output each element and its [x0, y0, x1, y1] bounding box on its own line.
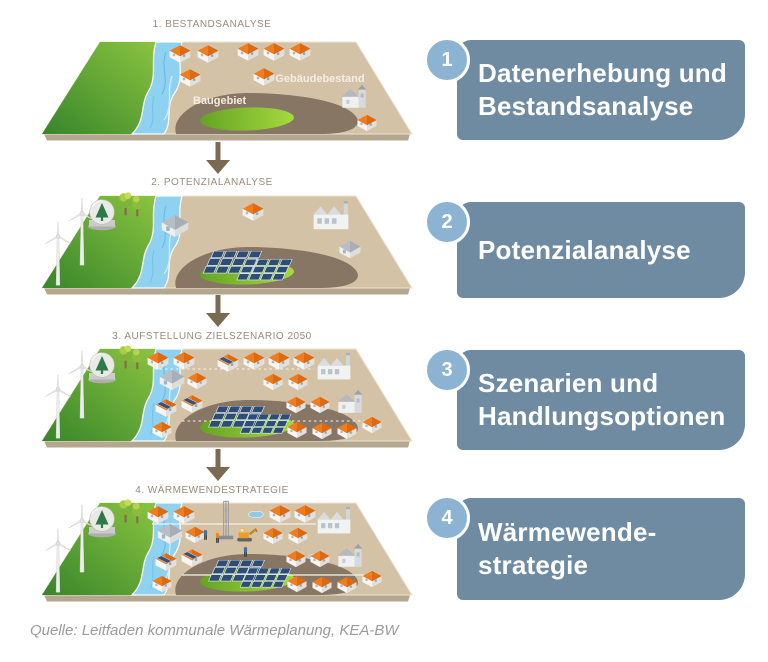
- biogas-dome-icon: [87, 352, 117, 384]
- panel-1-title: 1. BESTANDSANALYSE: [152, 19, 272, 30]
- step-number: 4: [441, 506, 453, 529]
- step-box-3: 3 Szenarien und Handlungsoptionen: [424, 347, 745, 450]
- panel-4-illustration: [41, 499, 413, 603]
- biogas-dome-icon: [87, 506, 117, 538]
- pond-icon: [248, 511, 264, 518]
- step-label-line: Potenzialanalyse: [478, 234, 691, 265]
- step-number: 1: [441, 48, 453, 71]
- down-arrow-icon: [206, 449, 230, 481]
- step-1-label: Datenerhebung und Bestandsanalyse: [457, 57, 735, 123]
- label-baugebiet: Baugebiet: [193, 95, 247, 107]
- step-3-label: Szenarien und Handlungsoptionen: [457, 367, 733, 433]
- step-4-number-badge: 4: [424, 495, 470, 541]
- step-label-line: Handlungsoptionen: [478, 401, 726, 431]
- label-gebaeudebestand: Gebäudebestand: [275, 73, 364, 85]
- step-box-2: 2 Potenzialanalyse: [424, 199, 745, 298]
- step-label-line: Bestandsanalyse: [478, 91, 694, 121]
- panel-3-title: 3. AUFSTELLUNG ZIELSZENARIO 2050: [112, 331, 312, 342]
- step-label-line: Szenarien und: [478, 368, 659, 398]
- step-number: 2: [441, 210, 453, 233]
- down-arrow-icon: [206, 295, 230, 327]
- panel-3-illustration: [41, 345, 413, 449]
- step-label-line: Datenerhebung und: [478, 58, 727, 88]
- step-2-label: Potenzialanalyse: [457, 234, 699, 267]
- step-box-1: 1 Datenerhebung und Bestandsanalyse: [424, 37, 745, 140]
- biogas-dome-icon: [87, 199, 117, 231]
- down-arrow-icon: [206, 142, 230, 174]
- panel-4-title: 4. WÄRMEWENDESTRATEGIE: [135, 485, 289, 496]
- step-label-line: Wärmewende-: [478, 517, 657, 547]
- panel-2-title: 2. POTENZIALANALYSE: [151, 177, 273, 188]
- step-3-number-badge: 3: [424, 347, 470, 393]
- panel-2-illustration: [41, 192, 413, 296]
- source-caption: Quelle: Leitfaden kommunale Wärmeplanung…: [30, 622, 399, 639]
- step-label-line: strategie: [478, 550, 589, 580]
- step-4-label: Wärmewende- strategie: [457, 516, 664, 582]
- step-1-number-badge: 1: [424, 37, 470, 83]
- panel-1-illustration: Gebäudebestand Baugebiet: [41, 41, 413, 142]
- step-number: 3: [441, 358, 453, 381]
- step-box-4: 4 Wärmewende- strategie: [424, 495, 745, 600]
- step-2-number-badge: 2: [424, 199, 470, 245]
